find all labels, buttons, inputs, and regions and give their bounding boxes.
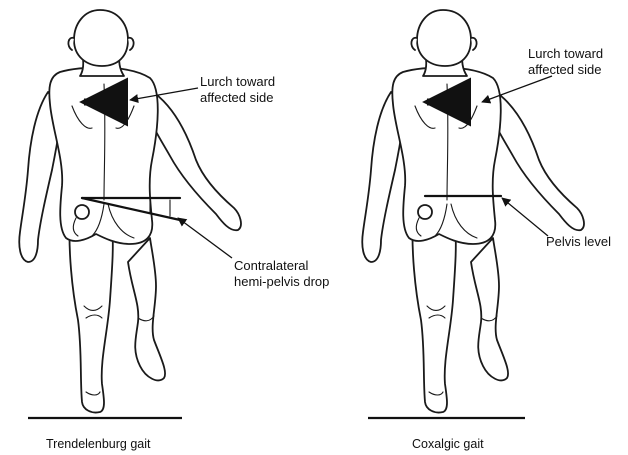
annotation-pelvis-level: Pelvis level xyxy=(546,234,611,249)
pelvis-level-leader xyxy=(502,198,548,236)
caption-coxalgic: Coxalgic gait xyxy=(412,437,484,451)
annotation-lurch-left: Lurch toward affected side xyxy=(200,74,279,105)
annotation-pelvis-drop: Contralateral hemi-pelvis drop xyxy=(234,258,329,289)
caption-trendelenburg: Trendelenburg gait xyxy=(46,437,151,451)
annotation-lurch-right: Lurch toward affected side xyxy=(528,46,607,77)
trendelenburg-figure xyxy=(19,10,241,418)
